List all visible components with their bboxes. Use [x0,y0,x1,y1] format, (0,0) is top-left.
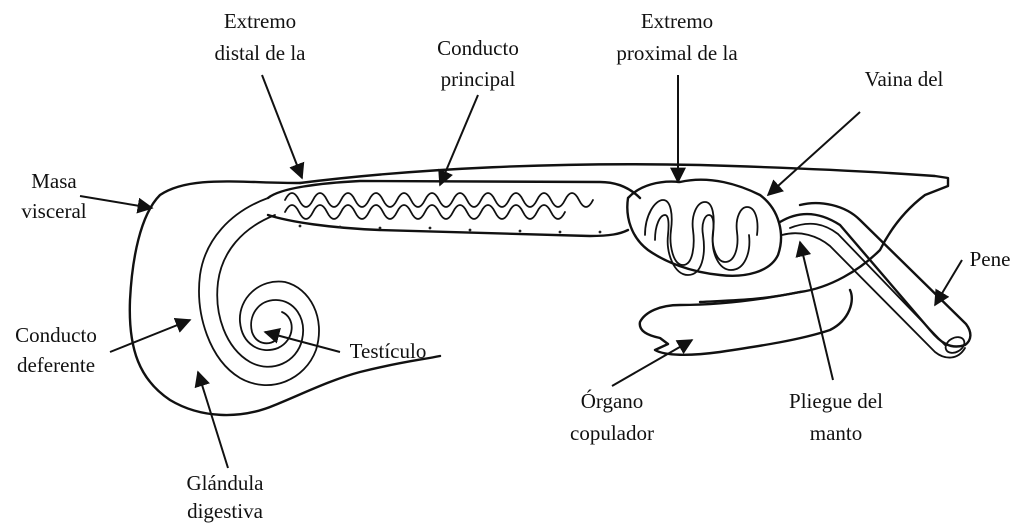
arrow-pliegue-manto [800,242,833,380]
label-extremo-distal-line2: distal de la [215,41,307,65]
arrow-extremo-distal [262,75,302,178]
arrow-vaina [768,112,860,195]
arrow-glandula-digestiva [198,372,228,468]
main-duct [268,181,640,236]
label-masa-visceral-line2: visceral [21,199,86,223]
label-organo-copulador-line1: Órgano [581,389,644,413]
arrow-conducto-deferente [110,320,190,352]
label-masa-visceral-line1: Masa [31,169,77,193]
arrow-organo-copulador [612,340,692,386]
label-conducto-deferente-line2: deferente [17,353,95,377]
arrow-conducto-principal [440,95,478,185]
label-pene: Pene [970,247,1011,271]
label-pliegue-manto-line1: Pliegue del [789,389,883,413]
label-pliegue-manto-line2: manto [810,421,863,445]
label-conducto-principal-line1: Conducto [437,36,519,60]
label-testiculo: Testículo [350,339,427,363]
label-extremo-distal-line1: Extremo [224,9,296,33]
arrow-masa-visceral [80,196,152,208]
arrow-pene [935,260,962,305]
visceral-mass-outline [130,164,948,415]
label-organo-copulador-line2: copulador [570,421,654,445]
label-glandula-digestiva-line1: Glándula [187,471,265,495]
label-conducto-principal-line2: principal [441,67,516,91]
label-vaina: Vaina del [865,67,944,91]
label-conducto-deferente-line1: Conducto [15,323,97,347]
label-glandula-digestiva-line2: digestiva [187,499,263,523]
label-extremo-proximal-line1: Extremo [641,9,713,33]
label-extremo-proximal-line2: proximal de la [616,41,738,65]
proximal-end-coil [627,180,781,276]
